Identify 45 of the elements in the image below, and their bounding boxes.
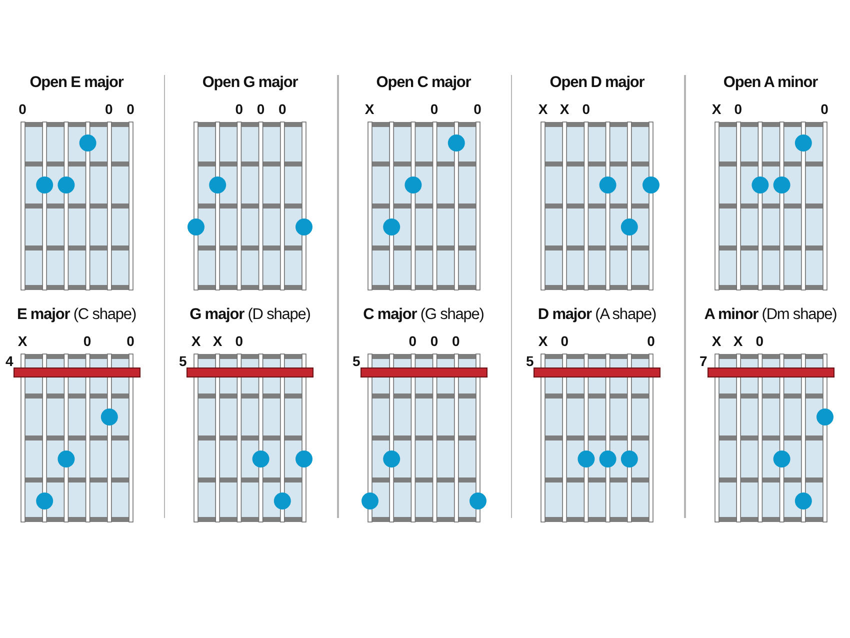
chord-title: E major (C shape)	[16, 306, 138, 324]
string-marker: 0	[105, 101, 113, 117]
string-marker: 0	[18, 101, 26, 117]
string-marker: X	[712, 101, 722, 117]
string-marker: X	[712, 333, 722, 349]
string-marker: 0	[734, 101, 742, 117]
string-marker: 0	[126, 333, 134, 349]
string-marker: 0	[83, 333, 92, 349]
fret-number: 5	[352, 353, 360, 369]
fret-number: 5	[179, 353, 187, 369]
string-marker: 0	[430, 333, 438, 349]
string-marker: 0	[408, 333, 417, 349]
string-marker: X	[538, 101, 548, 117]
chord-title: Open A minor	[722, 74, 819, 92]
chord-title: D major (A shape)	[536, 306, 658, 324]
fret-number: 7	[700, 353, 708, 369]
string-marker: 0	[756, 333, 764, 349]
string-marker: 0	[256, 101, 265, 117]
string-marker: X	[18, 333, 28, 349]
string-marker: X	[364, 101, 374, 117]
chord-title: C major (G shape)	[362, 306, 485, 324]
string-marker: X	[733, 333, 743, 349]
string-marker: 0	[430, 101, 438, 117]
string-marker: 0	[235, 333, 244, 349]
fret-number: 5	[526, 353, 534, 369]
chord-title: Open D major	[548, 74, 646, 92]
string-marker: 0	[452, 333, 460, 349]
string-marker: 0	[560, 333, 568, 349]
chord-title: A minor (Dm shape)	[703, 306, 838, 324]
string-marker: 0	[647, 333, 655, 349]
chord-title: G major (D shape)	[188, 306, 312, 324]
string-marker: X	[560, 101, 570, 117]
string-marker: X	[212, 333, 222, 349]
string-marker: 0	[582, 101, 590, 117]
string-marker: 0	[820, 101, 828, 117]
chord-title: Open G major	[201, 74, 299, 92]
string-marker: 0	[474, 101, 482, 117]
chord-title: Open E major	[28, 74, 125, 92]
string-marker: 0	[278, 101, 286, 117]
chord-title: Open C major	[375, 74, 472, 92]
fret-number: 4	[6, 353, 14, 369]
string-marker: X	[191, 333, 201, 349]
string-marker: X	[538, 333, 548, 349]
string-marker: 0	[126, 101, 134, 117]
string-marker: 0	[235, 101, 244, 117]
